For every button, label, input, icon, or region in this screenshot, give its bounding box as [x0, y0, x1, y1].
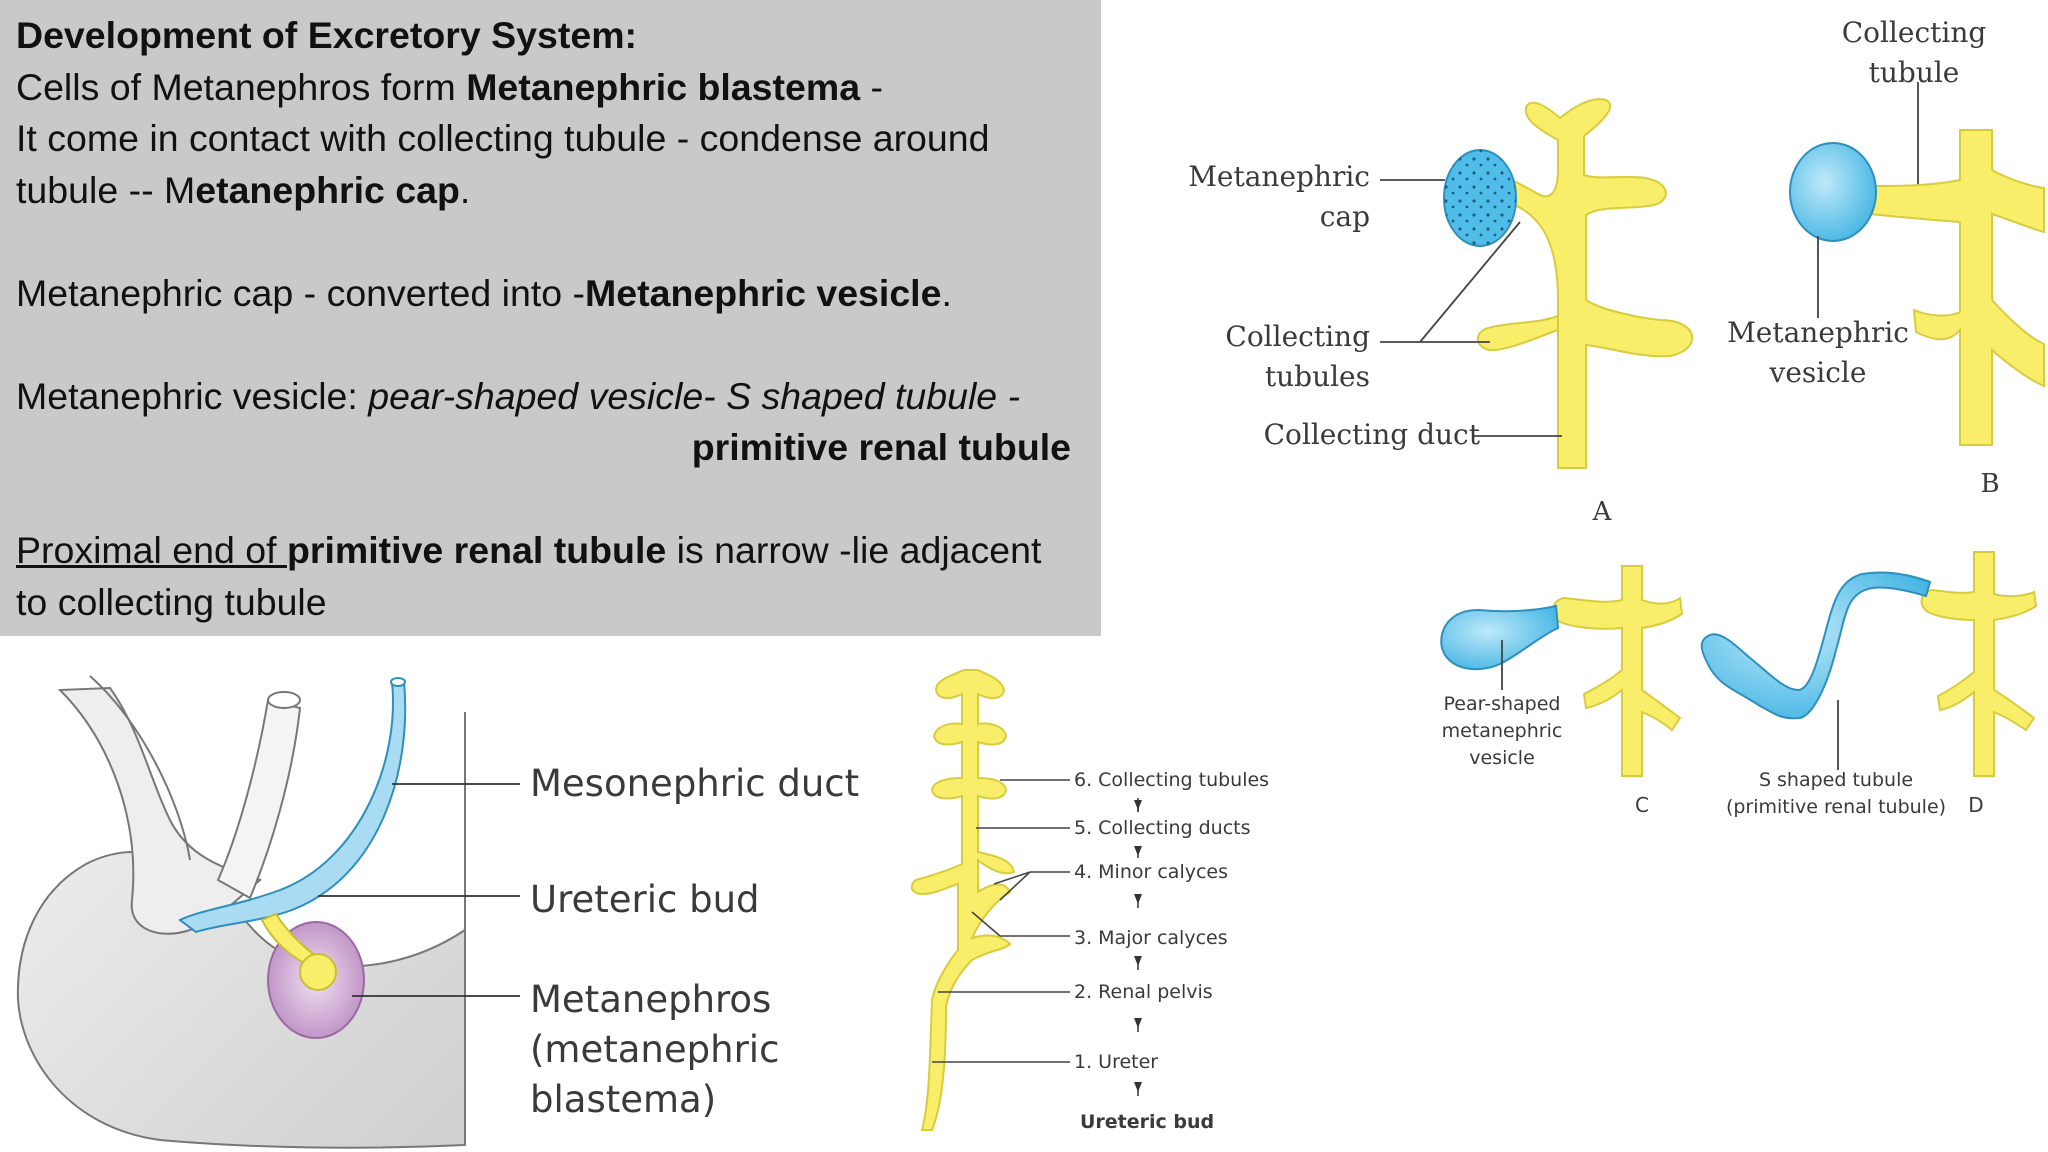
- label-collecting-duct: Collecting duct: [1264, 418, 1481, 451]
- label-metanephric-vesicle-2: vesicle: [1769, 356, 1867, 389]
- label-step6: 6. Collecting tubules: [1074, 769, 1269, 791]
- label-pear-2: metanephric: [1442, 720, 1563, 742]
- label-step1: 1. Ureter: [1074, 1051, 1158, 1073]
- diagram-middle: 6. Collecting tubules 5. Collecting duct…: [910, 669, 1269, 1133]
- collecting-duct-tree-a: [1476, 98, 1694, 469]
- ureteric-derivatives-tree: [910, 669, 1016, 1131]
- label-metanephros-3: blastema): [530, 1078, 716, 1121]
- label-a: A: [1592, 497, 1613, 527]
- label-origin: Ureteric bud: [1080, 1111, 1214, 1133]
- leader-lines-middle: [932, 779, 1070, 1063]
- label-metanephric-vesicle-1: Metanephric: [1727, 316, 1909, 349]
- diagram-c: Pear-shaped metanephric vesicle C: [1440, 565, 1684, 817]
- text-line-7: Proximal end of primitive renal tubule i…: [16, 529, 1042, 571]
- text-line-2: It come in contact with collecting tubul…: [16, 117, 990, 159]
- label-metanephric-cap-2: cap: [1320, 200, 1370, 233]
- label-collecting-tubule-2: tubule: [1869, 56, 1960, 89]
- cut-tube: [216, 698, 302, 900]
- s-shaped-tubule: [1700, 571, 1932, 720]
- cut-tube-opening: [267, 691, 301, 709]
- diagram-left: Mesonephric duct Ureteric bud Metanephro…: [16, 675, 859, 1149]
- label-step3: 3. Major calyces: [1074, 927, 1228, 949]
- label-metanephric-cap-1: Metanephric: [1188, 160, 1370, 193]
- panel-title: Development of Excretory System:: [16, 14, 638, 56]
- diagram-b: Collecting tubule Metanephric vesicle B: [1727, 16, 2045, 499]
- leader-lines-a: [1380, 179, 1562, 437]
- label-pear-1: Pear-shaped: [1444, 693, 1561, 715]
- text-line-8: to collecting tubule: [16, 580, 327, 623]
- label-collecting-tubules-1: Collecting: [1225, 320, 1370, 353]
- ureteric-bud-tip: [299, 953, 337, 991]
- pear-shaped-vesicle: [1440, 604, 1560, 671]
- label-s-tubule-2: (primitive renal tubule): [1726, 796, 1946, 818]
- label-metanephros-2: (metanephric: [530, 1028, 779, 1071]
- label-step5: 5. Collecting ducts: [1074, 817, 1251, 839]
- text-line-5: Metanephric vesicle: pear-shaped vesicle…: [16, 374, 1021, 417]
- collecting-duct-c: [1551, 565, 1684, 777]
- label-mesonephric-duct: Mesonephric duct: [530, 762, 859, 805]
- collecting-duct-b: [1860, 129, 2045, 446]
- collecting-duct-d: [1920, 551, 2038, 777]
- text-line-4: Metanephric cap - converted into -Metane…: [16, 271, 952, 314]
- text-line-1: Cells of Metanephros form Metanephric bl…: [16, 65, 883, 108]
- metanephric-cap-dots: [1444, 150, 1516, 246]
- label-ureteric-bud: Ureteric bud: [530, 878, 760, 921]
- label-s-tubule-1: S shaped tubule: [1759, 769, 1913, 791]
- diagram-a: Metanephric cap Collecting tubules Colle…: [1188, 98, 1694, 527]
- duct-opening: [390, 677, 406, 687]
- label-step4: 4. Minor calyces: [1074, 861, 1228, 883]
- text-line-6: primitive renal tubule: [691, 426, 1071, 468]
- label-metanephros-1: Metanephros: [530, 978, 771, 1021]
- label-pear-3: vesicle: [1469, 747, 1535, 769]
- label-b: B: [1980, 469, 1999, 499]
- metanephric-vesicle: [1789, 142, 1877, 242]
- label-step2: 2. Renal pelvis: [1074, 981, 1213, 1003]
- label-collecting-tubules-2: tubules: [1265, 360, 1370, 393]
- label-collecting-tubule-1: Collecting: [1842, 16, 1987, 49]
- mesonephric-duct: [178, 681, 407, 934]
- leader-lines-b: [1817, 82, 1919, 318]
- label-c: C: [1635, 793, 1649, 817]
- diagram-d: S shaped tubule (primitive renal tubule)…: [1700, 551, 2038, 818]
- text-line-3: tubule -- Metanephric cap.: [16, 168, 471, 211]
- label-d: D: [1968, 793, 1983, 817]
- fold-edge: [89, 675, 191, 861]
- leader-lines-left: [318, 783, 520, 997]
- text-panel: Development of Excretory System: Cells o…: [0, 0, 1101, 636]
